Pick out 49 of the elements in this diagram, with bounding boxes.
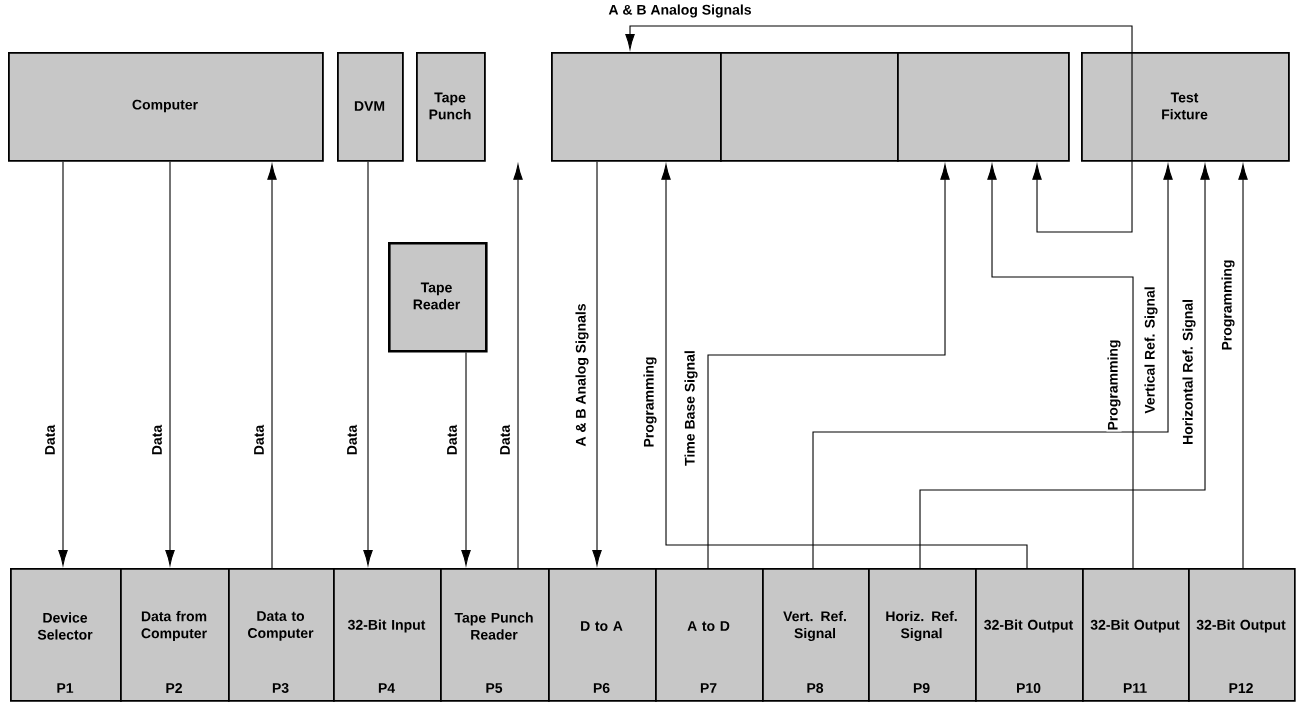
device-box: Tape Punch [416,52,486,162]
connector-arrow [625,25,1133,163]
connector-arrow [165,161,175,566]
port-box: A to D P7 [655,568,764,702]
connector-arrow [58,161,68,566]
port-box: Horiz. Ref. Signal P9 [868,568,977,702]
edge-label: Data [151,423,163,457]
connector-arrow [461,352,471,566]
edge-label: Vertical Ref. Signal [1143,285,1159,415]
edge-label: Time Base Signal [683,349,699,467]
port-box: 32-Bit Output P11 [1082,568,1190,702]
port-box: Data to Computer P3 [228,568,335,702]
connector-arrow [707,164,950,569]
connector-arrow [919,164,1210,569]
edge-label: A & B Analog Signals [607,3,753,19]
port-box: Device Selector P1 [10,568,122,702]
connector-arrow [1238,164,1248,569]
port-box: 32-Bit Input P4 [333,568,442,702]
instrument-box [551,52,722,162]
edge-label: Data [253,423,265,457]
device-box: DVM [337,52,404,162]
connector-arrow [592,161,602,566]
instrument-box [720,52,899,162]
instrument-box [897,52,1070,162]
edge-label: Data [499,423,511,457]
port-box: Data from Computer P2 [120,568,230,702]
connector-arrow [1032,161,1133,233]
port-box: D to A P6 [548,568,657,702]
connector-arrow [661,164,1028,569]
edge-label: A & B Analog Signals [574,302,590,448]
port-box: Vert. Ref. Signal P8 [762,568,870,702]
port-box: 32-Bit Output P12 [1188,568,1296,702]
connector-arrow [363,161,373,566]
device-box: Test Fixture [1081,52,1290,162]
device-box: Tape Reader [388,242,488,353]
edge-label: Programming [1220,258,1236,352]
device-box: Computer [8,52,324,162]
port-box: 32-Bit Output P10 [975,568,1084,702]
edge-label: Programming [1106,338,1122,432]
connector-arrow [513,164,523,569]
edge-label: Data [346,423,358,457]
edge-label: Data [446,423,458,457]
connector-arrow [267,164,277,569]
connector-arrow [812,164,1173,569]
edge-label: Data [44,423,56,457]
connector-arrow [987,164,1134,569]
edge-label: Horizontal Ref. Signal [1181,298,1197,446]
port-box: Tape Punch Reader P5 [440,568,550,702]
edge-label: Programming [642,355,658,449]
